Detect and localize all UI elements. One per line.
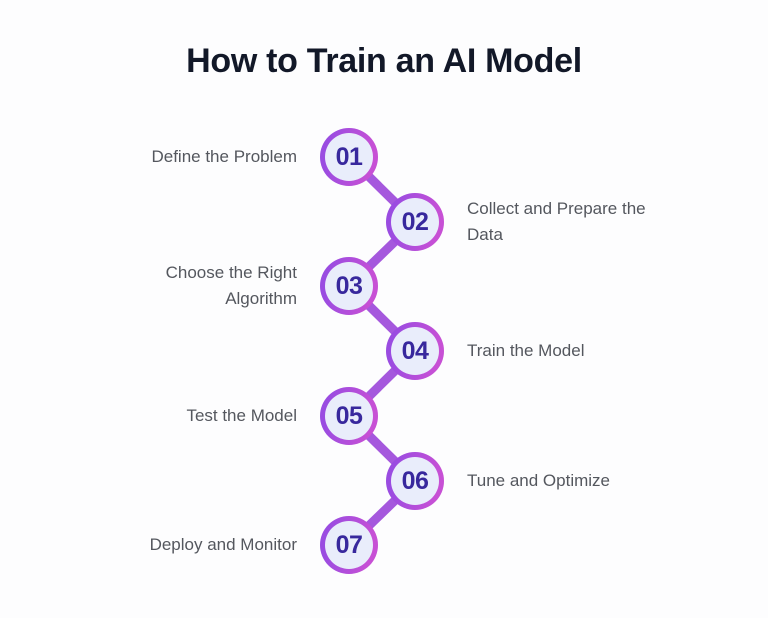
step-number: 05 <box>335 401 363 430</box>
step-circle: 04 <box>386 322 444 380</box>
step-label: Test the Model <box>186 406 297 425</box>
step-circle: 02 <box>386 193 444 251</box>
step-number: 02 <box>401 207 429 236</box>
step-circle: 01 <box>320 128 378 186</box>
step-circle: 06 <box>386 452 444 510</box>
step-label: Train the Model <box>467 341 585 360</box>
step-number: 06 <box>401 466 429 495</box>
step-number: 04 <box>401 336 429 365</box>
step-label: Define the Problem <box>151 147 297 166</box>
step-number: 03 <box>335 271 363 300</box>
step-label: Collect and Prepare the Data <box>467 199 646 244</box>
step-circle: 07 <box>320 516 378 574</box>
step-label: Deploy and Monitor <box>149 535 297 554</box>
page-title: How to Train an AI Model <box>186 42 582 80</box>
step-number: 07 <box>335 530 363 559</box>
step-label: Tune and Optimize <box>467 471 610 490</box>
step-circle: 05 <box>320 387 378 445</box>
step-number: 01 <box>335 142 363 171</box>
step-label: Choose the Right Algorithm <box>165 263 297 308</box>
step-circle: 03 <box>320 257 378 315</box>
